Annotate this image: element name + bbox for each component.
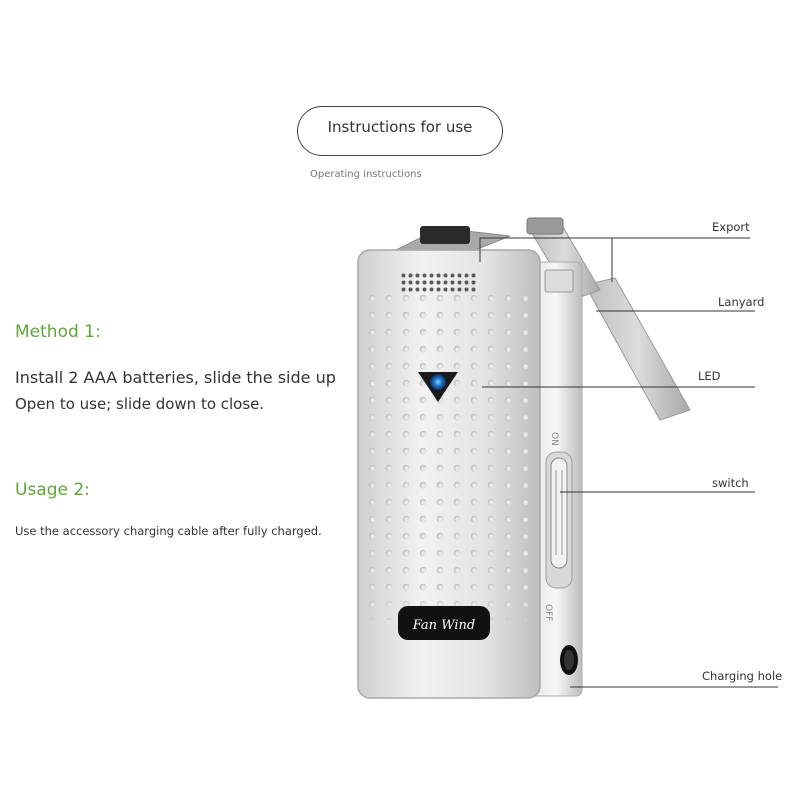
callout-label-charging-hole: Charging hole [702, 669, 783, 683]
method1-line2: Open to use; slide down to close. [15, 395, 265, 413]
usage2-heading: Usage 2: [15, 480, 90, 500]
usage2-text: Use the accessory charging cable after f… [15, 524, 322, 538]
callout-label-export: Export [712, 220, 750, 234]
led-indicator [418, 372, 458, 402]
slide-switch [545, 451, 573, 589]
brand-logo: Fan Wind [398, 606, 490, 640]
callout-label-lanyard: Lanyard [718, 295, 765, 309]
callout-label-switch: switch [712, 476, 749, 490]
method1-line1: Install 2 AAA batteries, slide the side … [15, 368, 336, 387]
instructions-subtitle: Operating instructions [310, 169, 422, 180]
brand-logo-text: Fan Wind [412, 618, 475, 633]
side-label-off: OFF [543, 604, 553, 621]
callout-line-export [479, 237, 750, 262]
charging-port [560, 645, 578, 675]
side-label-on: ON [549, 432, 559, 446]
vent-grille [400, 272, 477, 293]
instructions-title: Instructions for use [297, 106, 503, 156]
callout-label-led: LED [698, 369, 721, 383]
method1-heading: Method 1: [15, 322, 101, 342]
